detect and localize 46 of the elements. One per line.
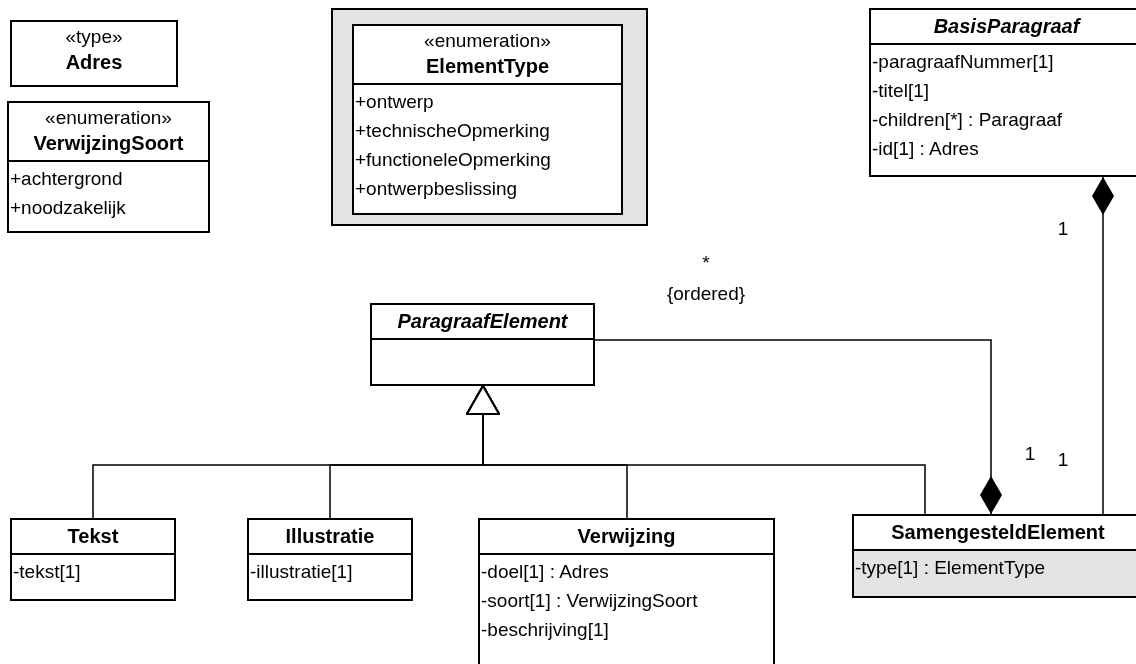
- attribute-text: -soort[1] : VerwijzingSoort: [481, 589, 698, 613]
- class-name: Illustratie: [284, 524, 376, 549]
- class-box: [10, 518, 176, 601]
- attribute-text: -beschrijving[1]: [481, 618, 609, 642]
- class-box: [869, 8, 1136, 177]
- multiplicity-label: 1: [1057, 218, 1069, 240]
- multiplicity-label: *: [702, 252, 710, 274]
- class-name: BasisParagraaf: [932, 14, 1082, 39]
- enum-literal: +functioneleOpmerking: [355, 148, 551, 172]
- class-box: [247, 518, 413, 601]
- composition-line: [594, 339, 1002, 515]
- multiplicity-label: 1: [1057, 449, 1069, 471]
- attribute-text: -id[1] : Adres: [872, 137, 979, 161]
- class-name: Adres: [64, 50, 124, 75]
- enum-literal: +ontwerp: [355, 90, 434, 114]
- stereotype-text: «type»: [64, 25, 124, 49]
- enum-literal: +noodzakelijk: [10, 196, 126, 220]
- class-name: Verwijzing: [576, 524, 677, 549]
- class-name: ElementType: [425, 54, 550, 79]
- attribute-text: -children[*] : Paragraaf: [872, 108, 1063, 132]
- attribute-text: -doel[1] : Adres: [481, 560, 609, 584]
- attribute-text: -paragraafNummer[1]: [872, 50, 1054, 74]
- composition-line: [1092, 176, 1114, 515]
- stereotype-text: «enumeration»: [44, 106, 173, 130]
- class-name: ParagraafElement: [396, 309, 569, 334]
- class-box: [370, 303, 595, 386]
- attribute-text: -type[1] : ElementType: [855, 556, 1046, 580]
- class-name: Tekst: [66, 524, 120, 549]
- class-box: [478, 518, 775, 664]
- enum-literal: +technischeOpmerking: [355, 119, 550, 143]
- frame-box: [331, 8, 648, 226]
- class-name: VerwijzingSoort: [32, 131, 185, 156]
- class-box: [7, 101, 210, 233]
- attribute-text: -titel[1]: [872, 79, 930, 103]
- class-box: [352, 24, 623, 215]
- enum-literal: +achtergrond: [10, 167, 123, 191]
- attribute-text: -illustratie[1]: [250, 560, 353, 584]
- multiplicity-label: {ordered}: [666, 283, 746, 305]
- class-name: SamengesteldElement: [890, 520, 1106, 545]
- class-box: [852, 514, 1136, 598]
- enum-literal: +ontwerpbeslissing: [355, 177, 518, 201]
- attribute-text: -tekst[1]: [13, 560, 81, 584]
- stereotype-text: «enumeration»: [423, 29, 552, 53]
- generalization-arrow: [466, 385, 926, 515]
- multiplicity-label: 1: [1024, 443, 1036, 465]
- class-box: [10, 20, 178, 87]
